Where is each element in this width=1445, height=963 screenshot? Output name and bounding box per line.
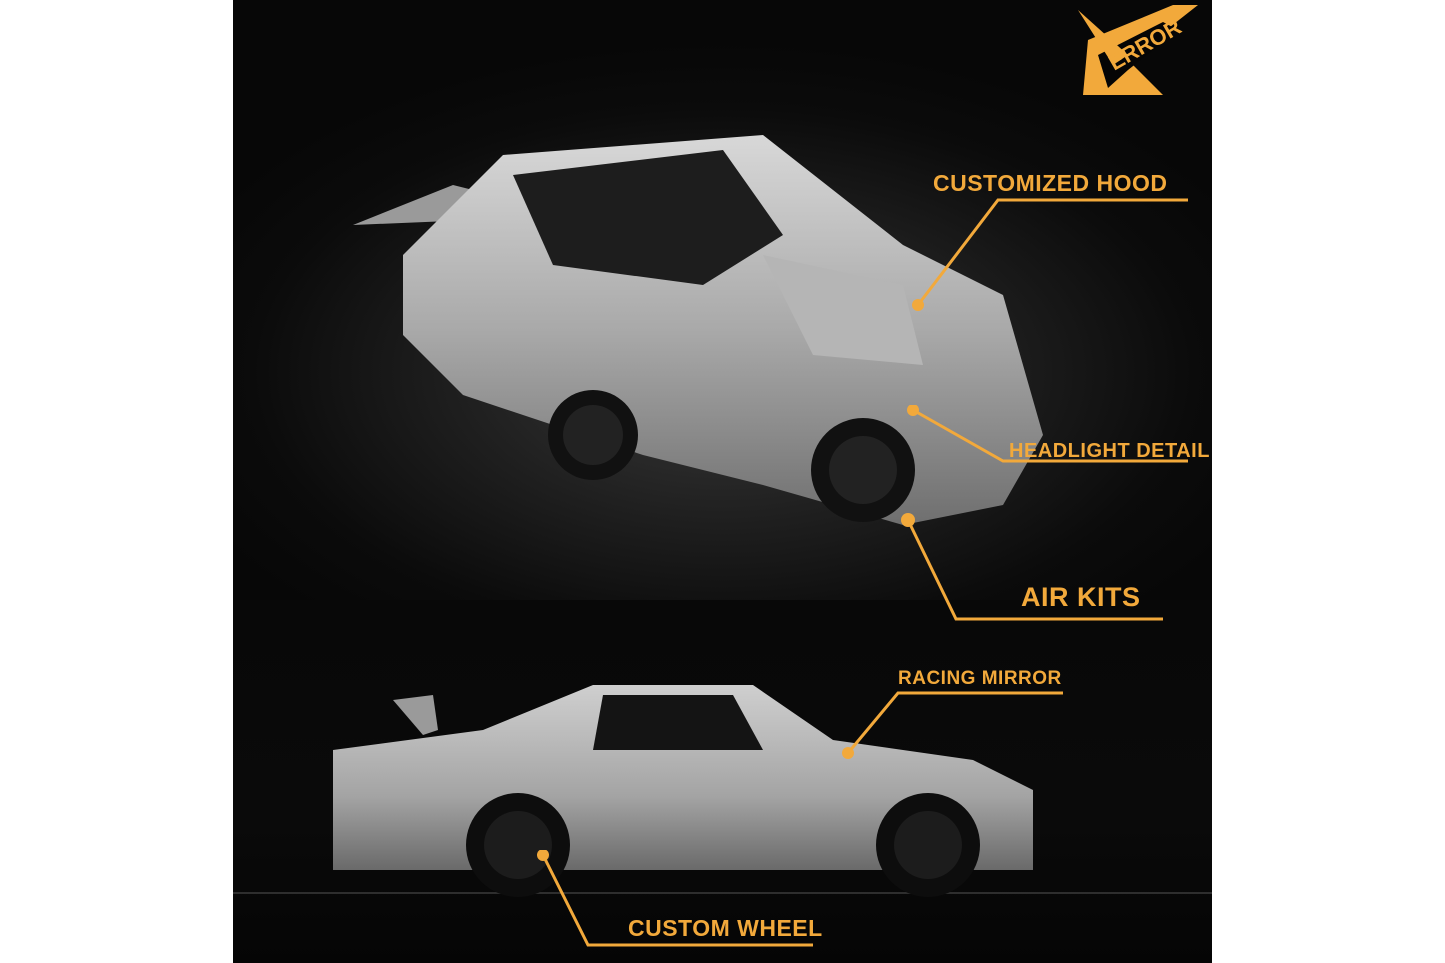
side-rear-wing	[393, 695, 438, 735]
callout-custom-wheel: CUSTOM WHEEL	[628, 915, 823, 941]
leader-line-headlight	[907, 405, 1188, 463]
callout-racing-mirror: RACING MIRROR	[898, 668, 1062, 689]
side-windows	[593, 695, 763, 750]
callout-customized-hood: CUSTOMIZED HOOD	[933, 170, 1168, 196]
error-logo-icon: ERROR	[1078, 5, 1198, 95]
windows	[513, 150, 783, 285]
callout-headlight-detail: HEADLIGHT DETAIL	[1009, 440, 1210, 462]
leader-line-wheel	[537, 850, 813, 947]
brand-logo: ERROR	[1068, 0, 1208, 115]
leader-line-air-kits	[901, 513, 1163, 621]
leader-line-mirror	[842, 691, 1063, 759]
callout-air-kits: AIR KITS	[1021, 582, 1141, 612]
display-base-edge	[233, 892, 1212, 894]
product-image-panel: ERROR CUSTOMIZED HOOD H	[233, 0, 1212, 963]
hood-vent	[763, 255, 923, 365]
car-side-view	[333, 670, 1113, 900]
car-top-view	[343, 135, 1063, 535]
leader-line-hood	[912, 198, 1188, 311]
